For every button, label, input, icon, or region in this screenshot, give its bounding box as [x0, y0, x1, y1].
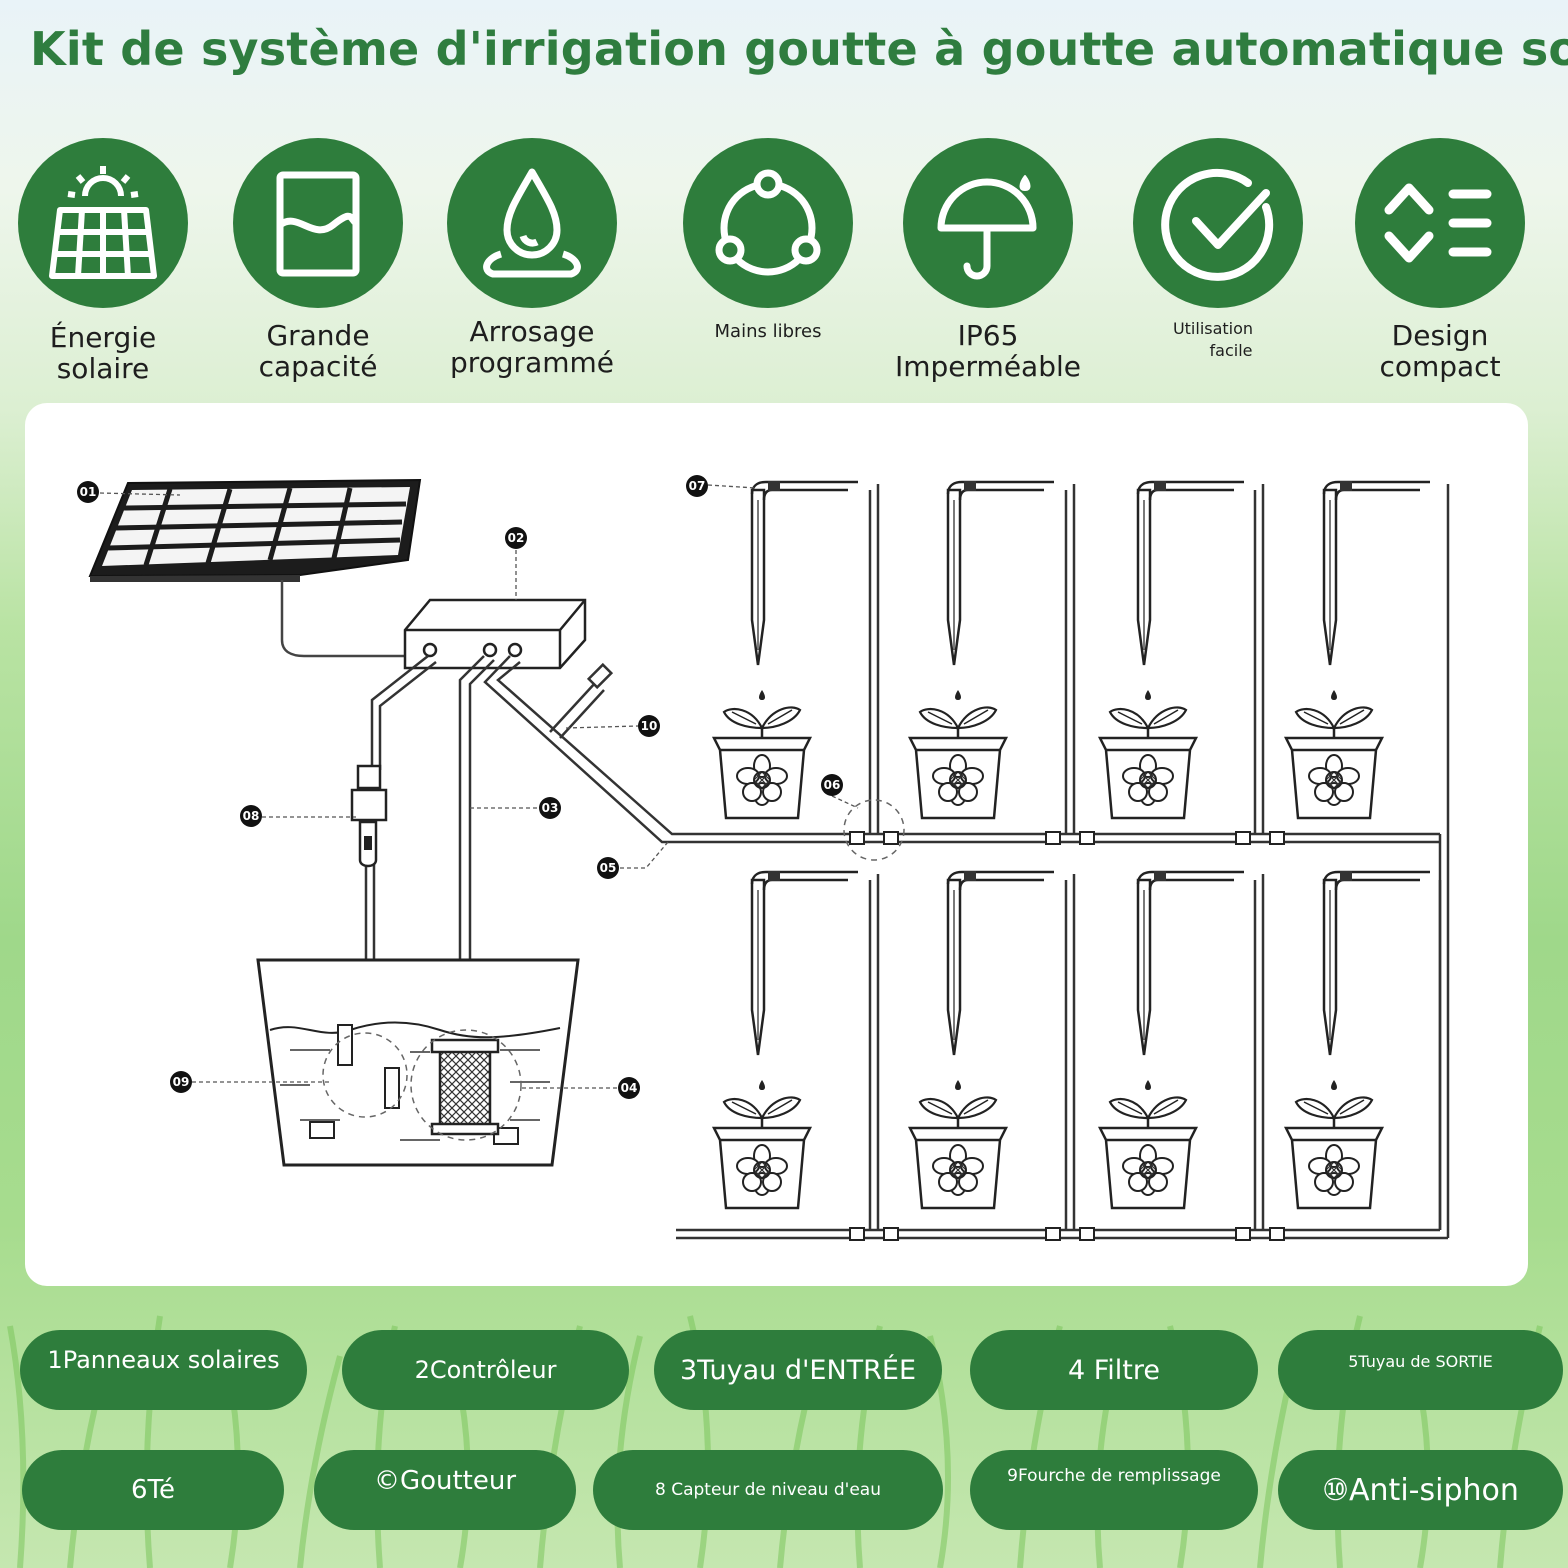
callout-03: 03: [539, 797, 561, 819]
callout-09: 09: [170, 1071, 192, 1093]
feature-label-line: Utilisation: [1172, 319, 1254, 338]
callout-10-label: 10: [641, 719, 658, 733]
umbrella-icon: [903, 138, 1073, 308]
level-sensor: [350, 764, 388, 868]
feature-label-line: Mains libres: [714, 321, 822, 342]
callout-03-label: 03: [542, 801, 559, 815]
feature-hands-free: Mains libres: [668, 138, 868, 342]
feature-label-line: capacité: [258, 350, 378, 384]
part-pill-2: 2Contrôleur: [342, 1330, 629, 1410]
callout-06: 06: [821, 774, 843, 796]
feature-label-line: IP65: [957, 319, 1019, 352]
feature-label-line: Imperméable: [895, 350, 1081, 384]
callout-09-label: 09: [173, 1075, 190, 1089]
compact-menu-icon: [1355, 138, 1525, 308]
callout-04-label: 04: [621, 1081, 638, 1095]
callout-07: 07: [686, 475, 708, 497]
feature-label-line: Design: [1391, 319, 1489, 352]
feature-label-line: Grande: [266, 319, 370, 352]
plant-row-top: [712, 479, 1432, 820]
feature-label-line: programmé: [449, 346, 615, 380]
feature-scheduled-watering: Arrosage programmé: [432, 138, 632, 379]
hands-free-cycle-icon: [683, 138, 853, 308]
plant-row-bottom: [712, 869, 1432, 1210]
callout-08: 08: [240, 805, 262, 827]
checkmark-icon: [1133, 138, 1303, 308]
tank-capacity-icon: [233, 138, 403, 308]
tee-connectors: [849, 831, 1285, 1241]
callout-01: 01: [77, 481, 99, 503]
callout-02: 02: [505, 527, 527, 549]
water-tank: [256, 958, 580, 1167]
controller: [403, 598, 587, 670]
page-title: Kit de système d'irrigation goutte à gou…: [30, 22, 1568, 76]
part-pill-9: 9Fourche de remplissage: [970, 1450, 1258, 1530]
callout-01-label: 01: [80, 485, 97, 499]
callout-08-label: 08: [243, 809, 260, 823]
callout-10: 10: [638, 715, 660, 737]
water-drop-icon: [447, 138, 617, 308]
part-pill-7: ©Goutteur: [314, 1450, 576, 1530]
feature-label-line: solaire: [56, 352, 150, 386]
feature-label-line: compact: [1379, 350, 1501, 384]
callout-07-label: 07: [689, 479, 706, 493]
feature-capacity: Grande capacité: [218, 138, 418, 383]
solar-panel: [88, 478, 422, 658]
feature-label-line: Arrosage: [469, 315, 595, 348]
part-pill-4: 4 Filtre: [970, 1330, 1258, 1410]
feature-compact: Design compact: [1340, 138, 1540, 383]
part-pill-6: 6Té: [22, 1450, 284, 1530]
part-pill-8: 8 Capteur de niveau d'eau: [593, 1450, 943, 1530]
callout-05-label: 05: [600, 861, 617, 875]
callout-05: 05: [597, 857, 619, 879]
feature-ip65: IP65 Imperméable: [888, 138, 1088, 383]
callout-badges: 01 02 03 04 05 06 07 08 09 10: [77, 475, 843, 1099]
feature-easy-use: Utilisation facile: [1118, 138, 1318, 360]
callout-06-label: 06: [824, 778, 841, 792]
part-pill-10: ⑩Anti-siphon: [1278, 1450, 1563, 1530]
part-pill-5: 5Tuyau de SORTIE: [1278, 1330, 1563, 1410]
part-pill-3: 3Tuyau d'ENTRÉE: [654, 1330, 942, 1410]
feature-solar-energy: Énergie solaire: [3, 138, 203, 385]
callout-04: 04: [618, 1077, 640, 1099]
feature-label-line: facile: [1209, 340, 1253, 360]
callout-02-label: 02: [508, 531, 525, 545]
part-pill-1: 1Panneaux solaires: [20, 1330, 307, 1410]
solar-panel-icon: [18, 138, 188, 308]
feature-label-line: Énergie: [49, 321, 157, 354]
